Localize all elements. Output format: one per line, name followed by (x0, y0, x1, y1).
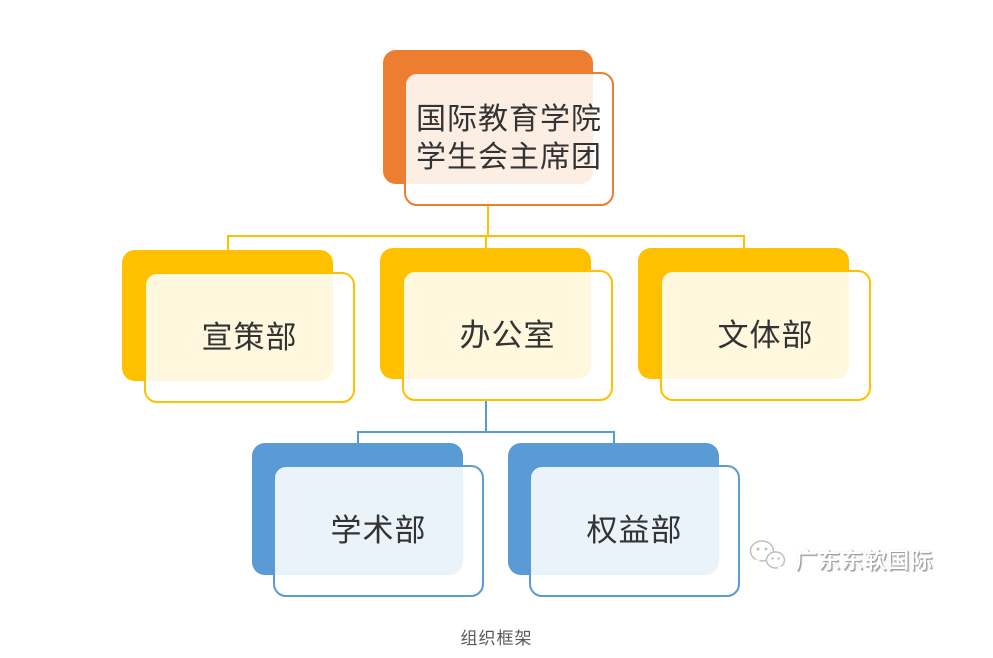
connector-stub-xueshu (357, 431, 359, 446)
connector-stub-quanyi (613, 431, 615, 446)
node-xueshu-card: 学术部 (273, 465, 484, 597)
connector-stub-wenti (743, 235, 745, 251)
node-root-label: 国际教育学院 学生会主席团 (416, 101, 602, 177)
connector-stub-xuance (227, 235, 229, 253)
node-office-card: 办公室 (402, 270, 613, 401)
node-xuance-card: 宣策部 (144, 272, 355, 403)
connector-stub-office (485, 235, 487, 251)
watermark: 广东东软国际 (748, 538, 933, 579)
node-office-label: 办公室 (459, 317, 556, 353)
watermark-text: 广东东软国际 (795, 547, 934, 573)
node-root-card: 国际教育学院 学生会主席团 (404, 72, 614, 206)
connector-root-vertical (487, 200, 489, 237)
node-root-label-line1: 国际教育学院 (416, 103, 602, 136)
node-xueshu-label: 学术部 (330, 513, 427, 548)
node-wenti-card: 文体部 (660, 270, 871, 401)
node-xuance-label: 宣策部 (201, 319, 298, 355)
connector-level3-horizontal (357, 431, 615, 433)
wechat-icon (748, 538, 788, 579)
connector-office-vertical (485, 398, 487, 433)
node-quanyi-card: 权益部 (529, 465, 740, 597)
chart-caption: 组织框架 (460, 629, 533, 648)
node-quanyi-label: 权益部 (586, 513, 683, 548)
node-wenti-label: 文体部 (717, 317, 814, 353)
node-root-label-line2: 学生会主席团 (416, 141, 602, 174)
